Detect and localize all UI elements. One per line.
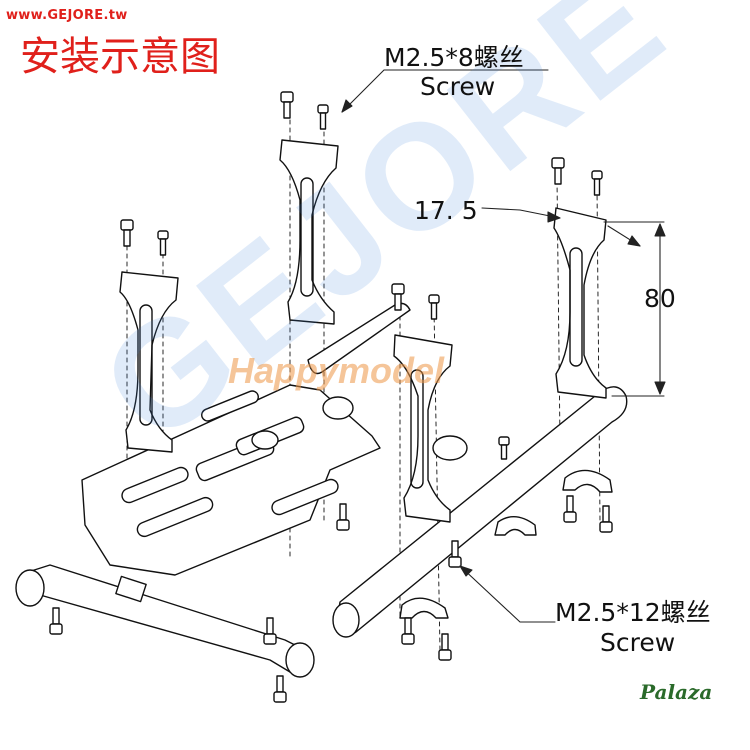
bottom-screw-label: Screw [600,628,676,657]
screws [49,91,613,703]
top-screw-spec: M2.5*8螺丝 [384,43,524,72]
support-arm-front-left [119,271,179,453]
dimension-width: 17. 5 [414,196,478,225]
site-tag: www.GEJORE.tw [6,8,128,23]
dimension-height: 80 [644,284,676,313]
top-screw-label: Screw [420,72,496,101]
rod-clamps [399,469,613,619]
callout-leaders [341,69,666,623]
support-arm-back-right [553,207,607,399]
damper-balls [251,396,468,461]
support-arm-back-center [279,139,339,325]
bottom-screw-spec: M2.5*12螺丝 [555,598,711,627]
palaza-badge: Palaza [640,680,713,704]
diagram-title: 安装示意图 [20,34,220,80]
watermark-brand: Happymodel [228,350,445,391]
